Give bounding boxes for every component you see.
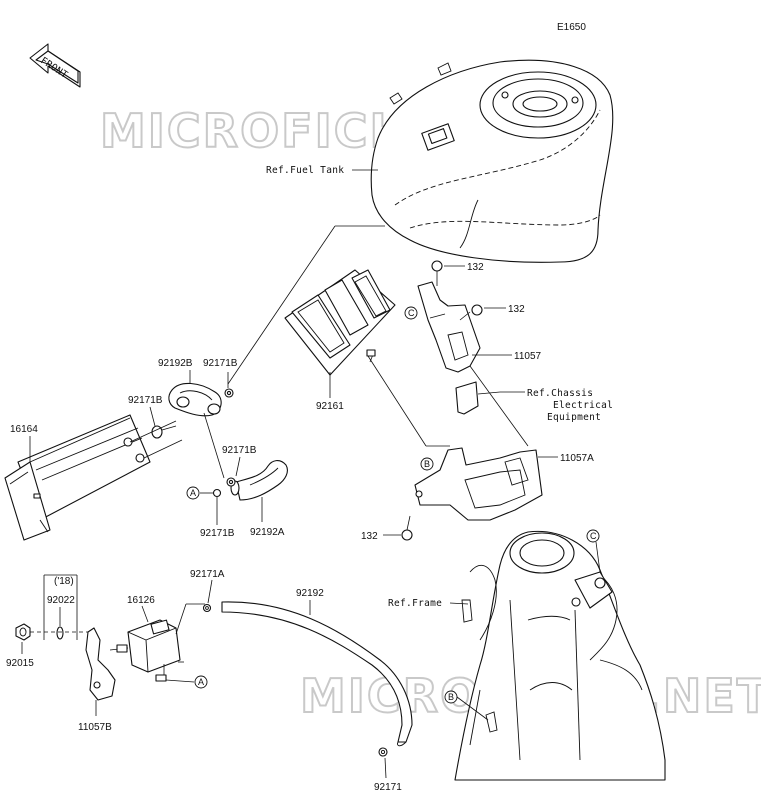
clamp-92171b-4-icon — [212, 488, 222, 525]
hose-92192b — [168, 382, 222, 417]
callout-a-1: A — [190, 488, 196, 498]
callout-a-2: A — [198, 677, 204, 687]
label-92171b-1: 92171B — [203, 358, 238, 369]
bracket-11057a — [414, 447, 543, 521]
diagram-code: E1650 — [557, 22, 586, 33]
bolt-132-mid-icon — [459, 304, 483, 321]
label-11057a: 11057A — [560, 453, 594, 464]
hose-92192 — [221, 601, 413, 747]
clamp-92171b-1-icon — [224, 388, 234, 398]
label-92171b-4: 92171B — [200, 528, 235, 539]
label-92192: 92192 — [296, 588, 324, 599]
bolt-132-bottom-icon — [401, 515, 413, 541]
canister-16164 — [4, 414, 183, 541]
fuel-tank-drawing — [370, 59, 614, 263]
ref-fuel-tank: Ref.Fuel Tank — [266, 165, 344, 176]
callout-c-2: C — [590, 531, 597, 541]
bolt-132-top-icon — [431, 260, 443, 286]
label-92171a: 92171A — [190, 569, 225, 580]
label-132-mid: 132 — [508, 304, 525, 315]
washer-92022-icon — [56, 626, 64, 640]
label-year-note: ('18) — [54, 576, 74, 587]
callout-c-1: C — [408, 308, 415, 318]
label-92171b-3: 92171B — [222, 445, 257, 456]
valve-16126 — [109, 619, 195, 683]
label-16126: 16126 — [127, 595, 155, 606]
label-11057: 11057 — [514, 351, 542, 362]
bracket-11057 — [417, 281, 481, 373]
ref-chassis-3: Equipment — [547, 412, 601, 423]
label-92171b-2: 92171B — [128, 395, 163, 406]
callout-b-2: B — [448, 692, 454, 702]
ref-frame: Ref.Frame — [388, 598, 442, 609]
clamp-92171-icon — [378, 747, 388, 757]
front-arrow-icon: FRONT — [29, 43, 81, 88]
cover-92161 — [284, 269, 396, 376]
label-16164: 16164 — [10, 424, 38, 435]
nut-92015-icon — [15, 623, 31, 641]
clamp-92171b-2-icon — [151, 425, 177, 439]
label-92022: 92022 — [47, 595, 75, 606]
label-11057b: 11057B — [78, 722, 112, 733]
clamp-92171a-icon — [202, 603, 212, 613]
clamp-92171b-3-icon — [226, 477, 236, 487]
label-92171: 92171 — [374, 782, 402, 793]
label-92192a: 92192A — [250, 527, 285, 538]
label-92161: 92161 — [316, 401, 344, 412]
label-132-top: 132 — [467, 262, 484, 273]
ref-chassis-2: Electrical — [553, 400, 613, 411]
frame-drawing — [454, 530, 666, 781]
label-132-bottom: 132 — [361, 531, 378, 542]
hose-92192a — [230, 460, 288, 501]
label-92192b: 92192B — [158, 358, 193, 369]
ref-chassis-1: Ref.Chassis — [527, 388, 593, 399]
callout-b-1: B — [424, 459, 430, 469]
bracket-11057b — [85, 627, 116, 701]
label-92015: 92015 — [6, 658, 34, 669]
